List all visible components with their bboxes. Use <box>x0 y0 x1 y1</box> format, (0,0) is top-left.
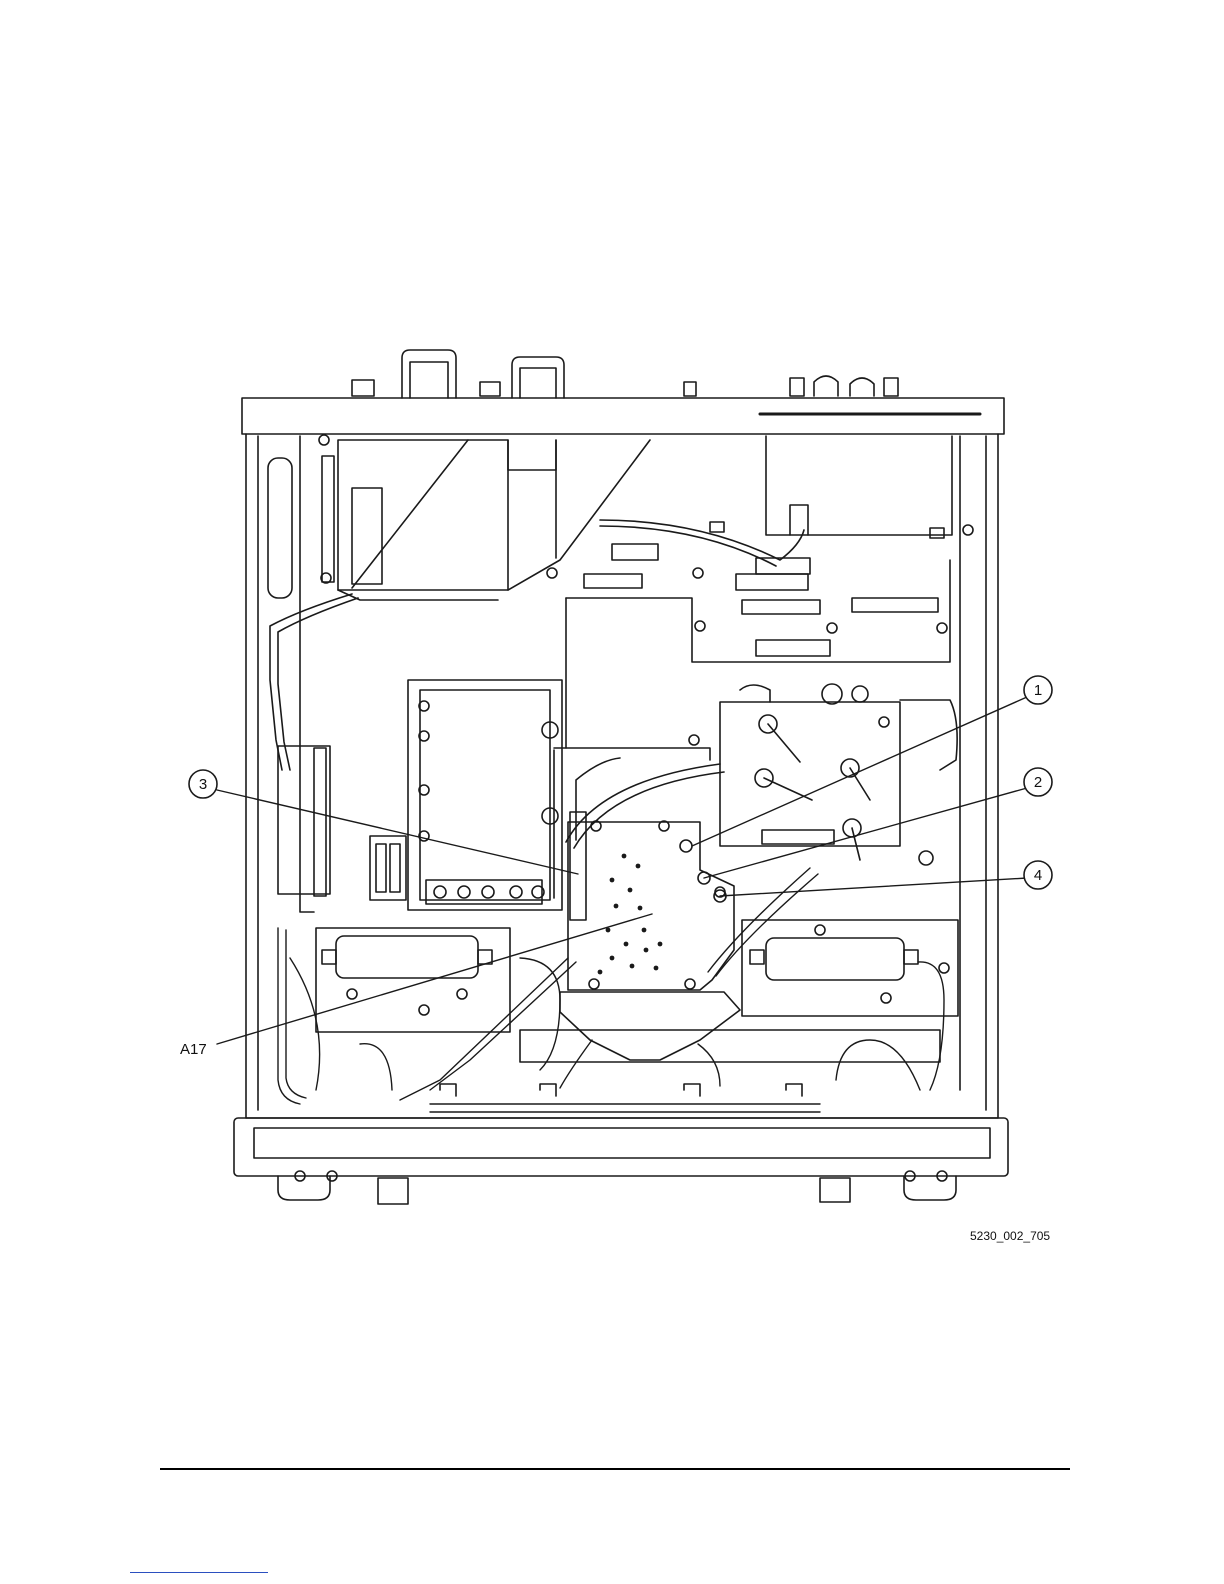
switch-module <box>689 684 957 897</box>
figure-id: 5230_002_705 <box>970 1229 1050 1243</box>
callout-3: 3 <box>189 770 217 798</box>
front-panel <box>234 1118 1008 1204</box>
svg-text:3: 3 <box>199 776 207 793</box>
svg-text:1: 1 <box>1034 682 1042 699</box>
left-cable-bundle <box>270 594 358 896</box>
footer-link-underline[interactable] <box>130 1572 268 1573</box>
a17-label: A17 <box>180 1041 207 1058</box>
lower-left-component <box>316 928 510 1032</box>
callout-1: 1 <box>1024 676 1052 704</box>
lower-right-component <box>742 920 958 1016</box>
callout-2: 2 <box>1024 768 1052 796</box>
center-left-board <box>370 680 562 910</box>
callout-4: 4 <box>1024 861 1052 889</box>
svg-text:2: 2 <box>1034 774 1042 791</box>
bottom-rule <box>160 1468 1070 1470</box>
svg-text:4: 4 <box>1034 867 1042 884</box>
rear-panel-hardware <box>352 350 898 398</box>
mid-plate <box>319 435 973 748</box>
